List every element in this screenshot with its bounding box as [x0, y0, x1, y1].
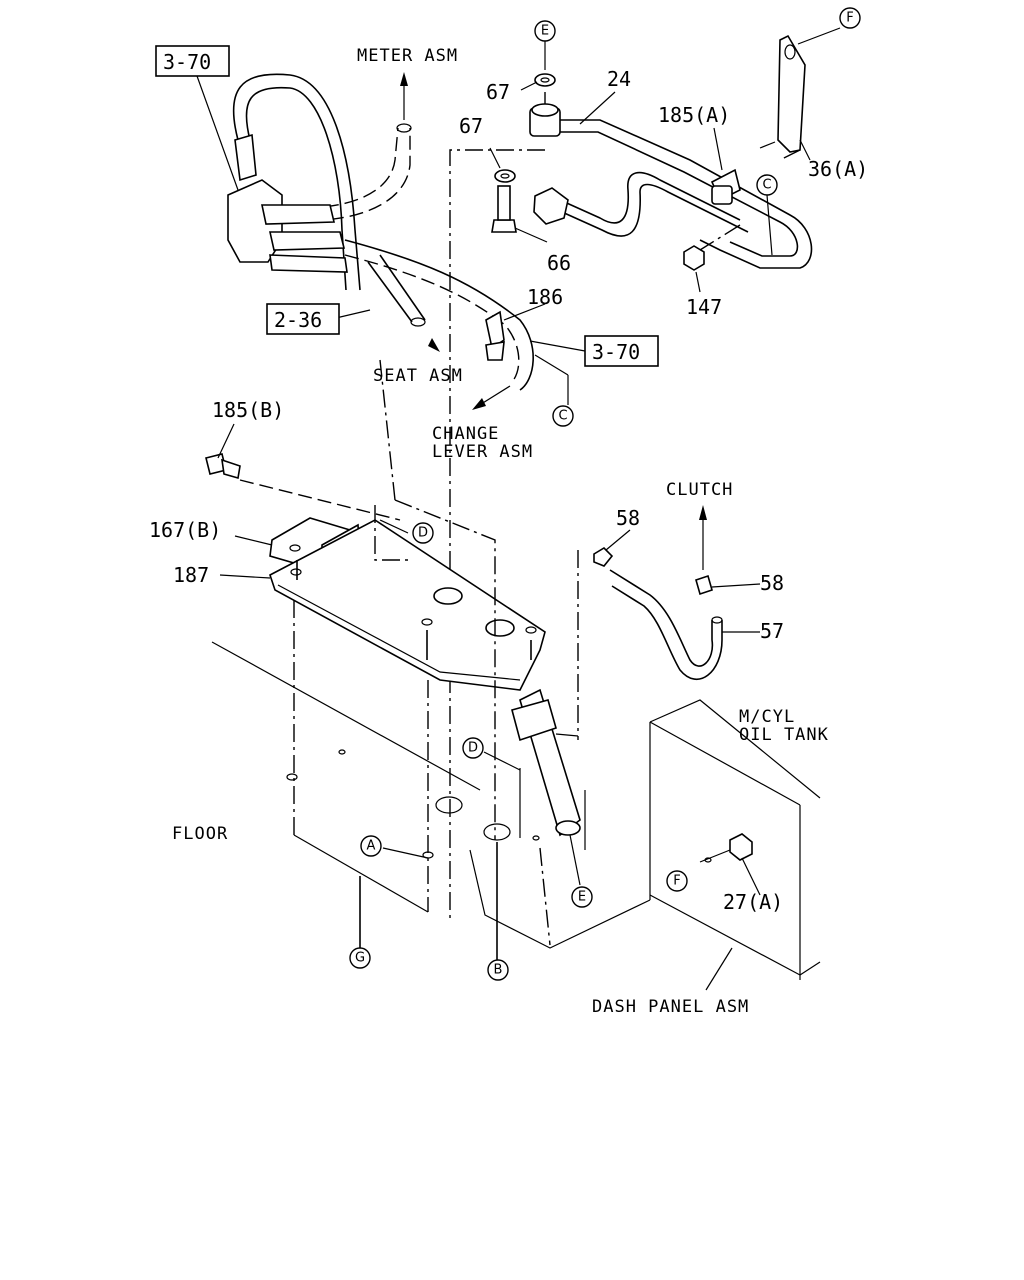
ref-box-3-70-right[interactable]: 3-70: [584, 335, 659, 367]
svg-text:B: B: [494, 963, 503, 978]
ref-box-3-70-top[interactable]: 3-70: [155, 45, 230, 77]
label-floor: FLOOR: [172, 824, 228, 844]
part-27a: 27(A): [723, 890, 783, 914]
callout-b-floor: B: [487, 959, 509, 981]
svg-text:D: D: [468, 741, 478, 756]
floor-panel: [211, 600, 651, 960]
mount-plate-187: [205, 359, 546, 840]
ref-box-2-36[interactable]: 2-36: [266, 303, 340, 335]
callout-g-floor: G: [349, 947, 371, 969]
pedal-shaft: [511, 550, 581, 837]
label-mcyl-1: M/CYL: [739, 707, 795, 727]
part-185a: 185(A): [658, 103, 730, 127]
callout-e-top: E: [534, 20, 556, 70]
callout-c-lower: C: [552, 405, 574, 427]
ref-2-36-label: 2-36: [274, 308, 322, 332]
mcyl-oil-tank-box: [649, 699, 821, 991]
callout-d-plate: D: [412, 522, 434, 544]
callout-c-upper: C: [756, 174, 778, 256]
arrow-up-icon: [699, 505, 707, 520]
callout-a-floor: A: [360, 835, 382, 857]
part-187: 187: [173, 563, 209, 587]
brake-pipe-assembly: [449, 27, 841, 920]
label-meter-asm: METER ASM: [357, 46, 458, 66]
label-dash-panel-asm: DASH PANEL ASM: [592, 997, 749, 1017]
clutch-hose-57: [593, 546, 723, 681]
part-186: 186: [527, 285, 563, 309]
ref-3-70-top-label: 3-70: [163, 50, 211, 74]
arrow-down-icon: [428, 338, 440, 352]
part-57: 57: [760, 619, 784, 643]
svg-text:E: E: [541, 24, 549, 39]
part-185b: 185(B): [212, 398, 284, 422]
part-66: 66: [547, 251, 571, 275]
part-167b: 167(B): [149, 518, 221, 542]
callout-f-top: F: [839, 7, 861, 29]
clip-186: [485, 310, 505, 361]
part-58-left: 58: [616, 506, 640, 530]
label-seat-asm: SEAT ASM: [373, 366, 463, 386]
part-24: 24: [607, 67, 631, 91]
label-clutch: CLUTCH: [666, 480, 733, 500]
hose-assembly-left: [227, 73, 534, 391]
part-36a: 36(A): [808, 157, 868, 181]
svg-text:C: C: [762, 178, 771, 193]
label-mcyl-2: OIL TANK: [739, 725, 829, 745]
direction-arrows: [400, 72, 707, 570]
svg-text:C: C: [558, 409, 567, 424]
arrow-down-icon: [472, 398, 486, 410]
label-change-lever-1: CHANGE: [432, 424, 499, 444]
svg-text:F: F: [673, 874, 680, 889]
label-change-lever-2: LEVER ASM: [432, 442, 533, 462]
arrow-up-icon: [400, 72, 408, 86]
callout-f-tank: F: [666, 870, 688, 892]
part-147: 147: [686, 295, 722, 319]
svg-text:A: A: [367, 839, 376, 854]
svg-text:E: E: [578, 890, 586, 905]
svg-text:G: G: [355, 951, 365, 966]
ref-3-70-right-label: 3-70: [592, 340, 640, 364]
part-67-top: 67: [486, 80, 510, 104]
leader-lines: [196, 75, 811, 896]
svg-text:F: F: [846, 11, 853, 26]
part-58-right: 58: [760, 571, 784, 595]
part-67-mid: 67: [459, 114, 483, 138]
svg-text:D: D: [418, 526, 428, 541]
callout-d-floor: D: [462, 737, 484, 759]
callout-e-floor: E: [571, 886, 593, 908]
